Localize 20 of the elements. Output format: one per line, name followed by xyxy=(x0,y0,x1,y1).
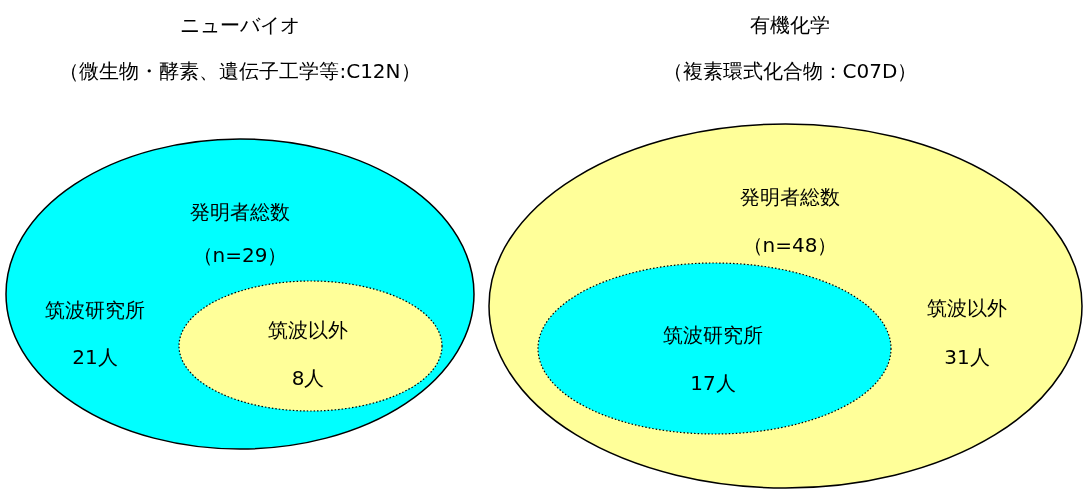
set-ellipse xyxy=(5,138,475,450)
set-label: 17人 xyxy=(690,371,736,395)
set-label: 8人 xyxy=(291,366,325,390)
set-label: 発明者総数 xyxy=(740,185,840,209)
set-label: 発明者総数 xyxy=(190,200,290,224)
set-label: 筑波以外 xyxy=(927,296,1007,320)
set-label: 筑波以外 xyxy=(268,318,348,342)
set-label: 筑波研究所 xyxy=(45,298,145,322)
set-label: （n=29） xyxy=(192,243,288,267)
set-ellipse xyxy=(537,262,892,435)
set-label: 31人 xyxy=(944,345,990,369)
set-ellipse xyxy=(488,123,1083,489)
set-label: 筑波研究所 xyxy=(663,323,763,347)
set-label: （n=48） xyxy=(742,233,838,257)
title: ニューバイオ xyxy=(180,13,300,37)
subtitle: （微生物・酵素、遺伝子工学等:C12N） xyxy=(59,59,421,83)
subtitle: （複素環式化合物：C07D） xyxy=(662,59,918,83)
set-ellipse xyxy=(178,280,443,412)
set-label: 21人 xyxy=(72,345,118,369)
title: 有機化学 xyxy=(750,13,830,37)
